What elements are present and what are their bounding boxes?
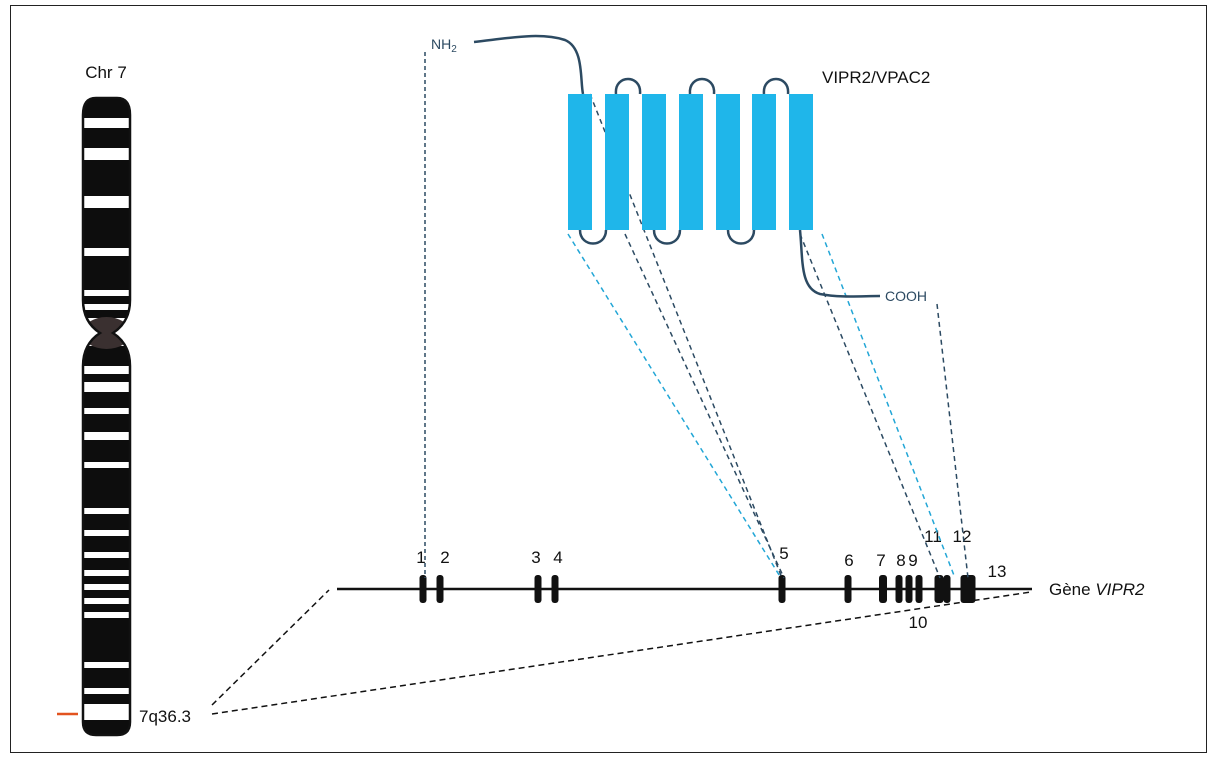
zoom-line-lower (211, 591, 1032, 715)
transmembrane-helix-5 (716, 94, 740, 230)
extracellular-loop-3 (762, 77, 790, 95)
extracellular-loop-1 (614, 77, 642, 95)
exon-1 (419, 575, 427, 603)
protein-name: VIPR2/VPAC2 (822, 68, 930, 87)
chromosome-band (83, 618, 130, 662)
transmembrane-helix-6 (752, 94, 776, 230)
receptor-protein (473, 34, 881, 298)
chromosome-bands (83, 98, 130, 735)
exon-label-2: 2 (440, 548, 449, 567)
exon-label-4: 4 (553, 548, 562, 567)
exon-label-12: 12 (953, 527, 972, 546)
exon-label-6: 6 (844, 551, 853, 570)
c-terminus-label: COOH (885, 288, 927, 304)
exon-4 (551, 575, 559, 603)
exon-2 (436, 575, 444, 603)
exon-10 (915, 575, 923, 603)
chromosome-band (83, 514, 130, 530)
connector-cterm (936, 303, 969, 579)
chromosome-band (83, 256, 130, 290)
chromosome-band (83, 604, 130, 612)
exon-label-1: 1 (416, 548, 425, 567)
chromosome-band (83, 128, 130, 148)
exon-label-8: 8 (896, 551, 905, 570)
c-terminal-tail (798, 229, 881, 298)
chromosome-band (83, 720, 130, 735)
connector-tm7-right (821, 233, 956, 579)
extracellular-loop-2 (688, 77, 716, 95)
exon-label-3: 3 (531, 548, 540, 567)
chromosome-band (83, 694, 130, 704)
gene-label-name: VIPR2 (1095, 580, 1145, 599)
exon-6 (844, 575, 852, 603)
transmembrane-helix-1 (568, 94, 592, 230)
exon-label-10: 10 (909, 613, 928, 632)
chromosome-band (83, 668, 130, 688)
chromosome-band (83, 310, 130, 318)
exon-label-7: 7 (876, 551, 885, 570)
chromosome-band (83, 208, 130, 248)
chromosome-band (83, 98, 130, 118)
chromosome-label: Chr 7 (85, 63, 127, 82)
exon-9 (905, 575, 913, 603)
chromosome-outline (81, 96, 132, 737)
transmembrane-helix-2 (605, 94, 629, 230)
figure-frame (10, 5, 1207, 753)
exon-3 (534, 575, 542, 603)
gene-label-prefix: Gène (1049, 580, 1095, 599)
exon-5 (778, 575, 786, 603)
exon-8 (895, 575, 903, 603)
intracellular-loop-3 (726, 229, 756, 245)
zoom-line-upper (211, 589, 330, 706)
exon-label-13: 13 (988, 562, 1007, 581)
exon-11 (934, 575, 944, 603)
chromosome-band (83, 296, 130, 304)
chromosome-band (83, 414, 130, 432)
exon-label-5: 5 (779, 544, 788, 563)
chromosome-band (83, 468, 130, 508)
connector-tm1-top (589, 93, 783, 579)
intracellular-loop-1 (578, 229, 608, 245)
chromosome-band (83, 536, 130, 552)
gene-label: Gène VIPR2 (1049, 580, 1145, 599)
transmembrane-helix-7 (789, 94, 813, 230)
chromosome-band (83, 374, 130, 382)
exon-label-9: 9 (908, 551, 917, 570)
connector-tm7-left (799, 233, 941, 579)
exons (419, 575, 976, 603)
exon-13 (960, 575, 976, 603)
transmembrane-helices (568, 94, 813, 230)
chromosome-band (83, 392, 130, 408)
chromosome-band (83, 346, 130, 366)
connector-tm2-bottom (624, 233, 785, 579)
intracellular-loop-2 (652, 229, 682, 245)
n-terminus-subscript: 2 (451, 44, 457, 55)
locus-label: 7q36.3 (139, 707, 191, 726)
chromosome-band (83, 160, 130, 196)
chromosome-7 (81, 96, 132, 737)
n-terminus-label: NH2 (431, 36, 457, 55)
transmembrane-helix-4 (679, 94, 703, 230)
connector-lines (424, 52, 969, 579)
exon-7 (879, 575, 887, 603)
connector-tm1-bottom (567, 233, 782, 579)
n-terminus-text: NH (431, 36, 451, 52)
chromosome-band (83, 590, 130, 598)
chromosome-band (83, 440, 130, 462)
transmembrane-helix-3 (642, 94, 666, 230)
chromosome-band (83, 576, 130, 584)
n-terminal-tail (473, 34, 585, 95)
exon-12 (943, 575, 951, 603)
chromosome-band (83, 558, 130, 570)
